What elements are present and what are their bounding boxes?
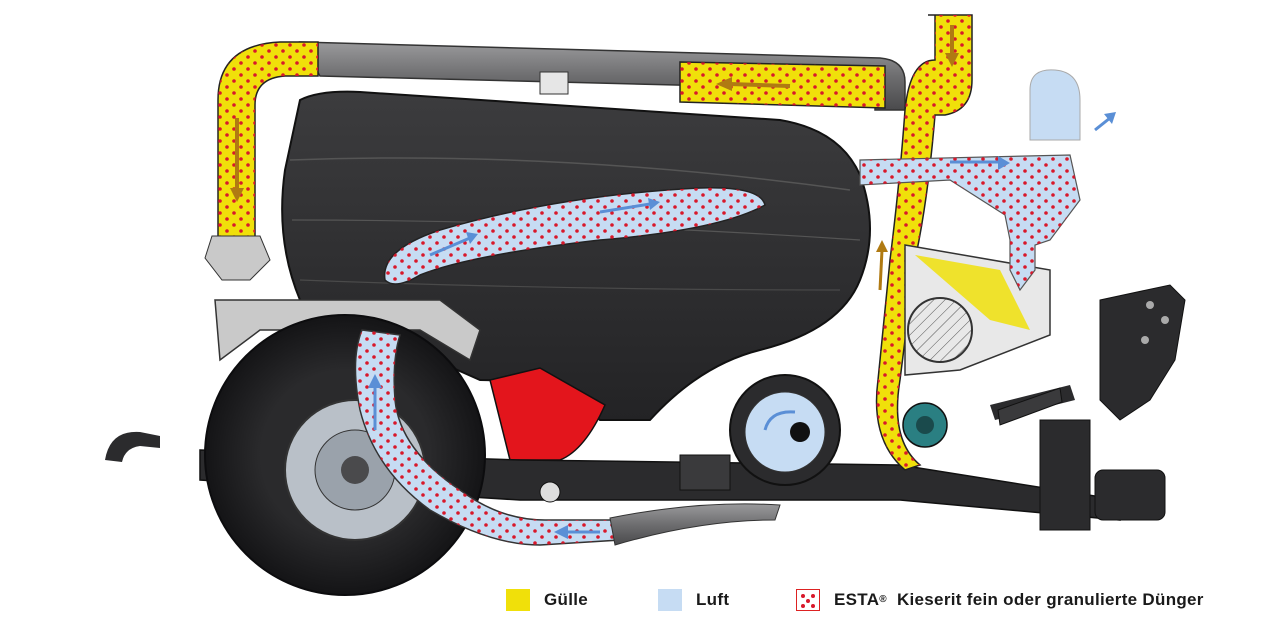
legend-brand-esta: ESTA <box>834 590 880 609</box>
guelle-swatch <box>506 589 530 611</box>
legend-item-esta: ESTA® Kieserit fein oder granulierte Dün… <box>796 587 1204 613</box>
tank-air-channel <box>383 187 766 285</box>
slurry-top-pipe <box>679 61 886 109</box>
rear-wheel <box>204 314 486 596</box>
support-wheel <box>729 374 841 486</box>
slurry-vertical-column <box>875 14 973 471</box>
luft-swatch <box>658 589 682 611</box>
tank-body <box>281 71 871 421</box>
legend-label-luft: Luft <box>696 590 730 609</box>
esta-dots-swatch <box>796 589 820 611</box>
legend-label-esta: Kieserit fein oder granulierte Dünger <box>896 590 1204 609</box>
lower-air-duct <box>354 329 781 546</box>
legend-item-luft: Luft <box>658 587 729 613</box>
hydraulic-cylinder <box>997 387 1063 426</box>
legend-item-guelle: Gülle <box>506 587 588 613</box>
legend-label-guelle: Gülle <box>544 590 589 609</box>
slurry-inlet-pipe <box>204 41 319 281</box>
air-cyclone <box>859 69 1116 292</box>
